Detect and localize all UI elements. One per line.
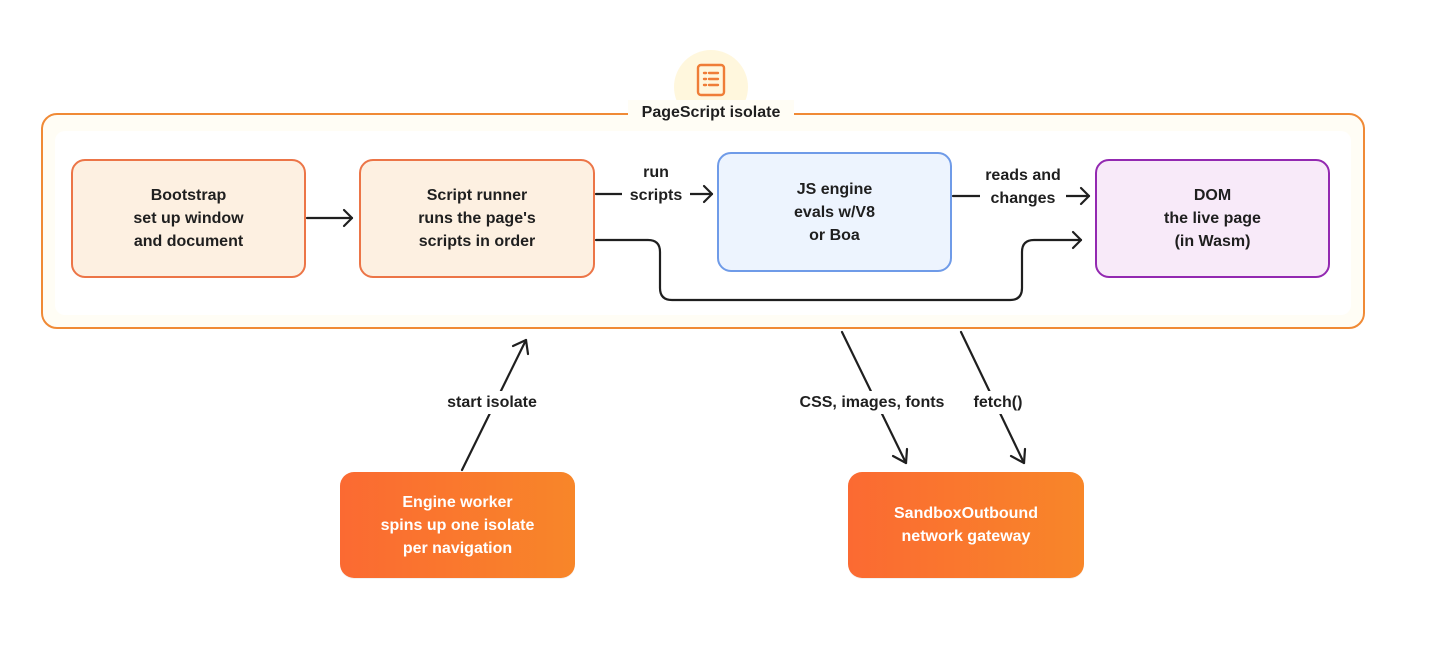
edge-label-reads-and-changes-line-2: changes	[990, 190, 1056, 207]
arrowhead-bootstrap-to-runner	[342, 208, 354, 228]
bootstrap-node: Bootstrap set up window and document	[71, 159, 306, 278]
isolate-title: PageScript isolate	[628, 100, 794, 126]
edge-label-start-isolate: start isolate	[436, 391, 548, 414]
edge-label-reads-and-changes-line-1: reads and	[985, 167, 1061, 184]
edge-label-run-scripts: run scripts	[622, 161, 690, 207]
script-runner-line-2: runs the page's	[418, 210, 536, 227]
engine-worker-node: Engine worker spins up one isolate per n…	[340, 472, 575, 578]
arrow-runner-to-dom	[594, 238, 1083, 302]
engine-worker-line-3: per navigation	[402, 539, 513, 557]
arrowhead-runner-to-engine	[702, 184, 714, 204]
sandbox-outbound-title: SandboxOutbound	[894, 505, 1038, 522]
engine-worker-line-2: spins up one isolate	[380, 516, 535, 534]
script-runner-node: Script runner runs the page's scripts in…	[359, 159, 595, 278]
edge-label-css-images-fonts: CSS, images, fonts	[792, 391, 952, 414]
sandbox-outbound-node: SandboxOutbound network gateway	[848, 472, 1084, 578]
arrowhead-runner-to-dom	[1071, 230, 1083, 250]
arrowhead-engine-to-dom	[1079, 186, 1091, 206]
edge-label-fetch: fetch()	[966, 391, 1030, 414]
dom-line-2: the live page	[1164, 210, 1261, 227]
edge-label-reads-and-changes: reads and changes	[980, 164, 1066, 210]
arrowhead-isolate-to-gateway-assets	[891, 447, 909, 465]
sandbox-outbound-line-2: network gateway	[901, 528, 1031, 545]
js-engine-title: JS engine	[796, 180, 873, 198]
js-engine-line-3: or Boa	[809, 226, 860, 244]
arrowhead-worker-to-isolate	[511, 338, 530, 356]
dom-node: DOM the live page (in Wasm)	[1095, 159, 1330, 278]
js-engine-node: JS engine evals w/V8 or Boa	[717, 152, 952, 272]
script-runner-title: Script runner	[426, 187, 528, 204]
bootstrap-line-2: set up window	[133, 210, 244, 227]
bootstrap-line-3: and document	[133, 233, 244, 250]
dom-title: DOM	[1193, 187, 1232, 204]
document-list-icon	[696, 63, 726, 97]
edge-label-run-scripts-line-1: run	[643, 164, 669, 181]
arrowhead-isolate-to-gateway-fetch	[1009, 447, 1027, 465]
edge-label-run-scripts-line-2: scripts	[629, 187, 683, 204]
dom-line-3: (in Wasm)	[1174, 233, 1251, 250]
engine-worker-title: Engine worker	[402, 493, 513, 511]
js-engine-line-2: evals w/V8	[794, 203, 875, 221]
bootstrap-title: Bootstrap	[150, 187, 227, 204]
script-runner-line-3: scripts in order	[418, 233, 536, 250]
